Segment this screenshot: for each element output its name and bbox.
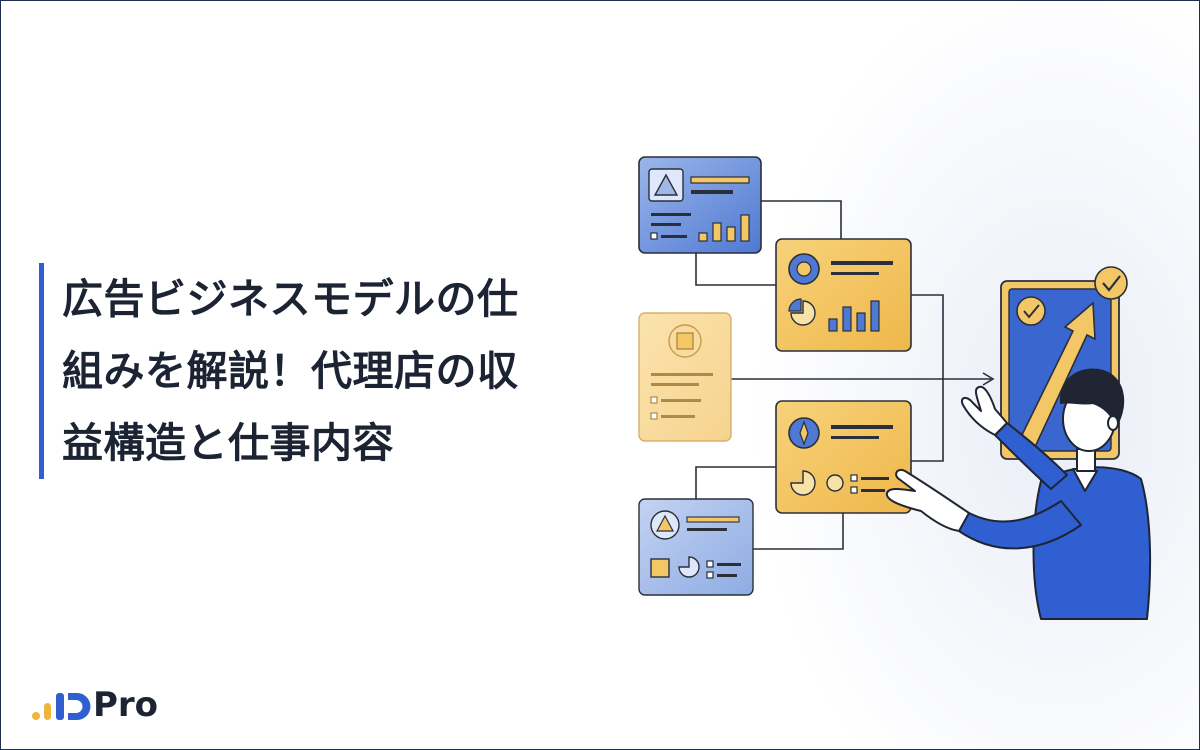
square-icon xyxy=(650,558,670,578)
growth-arrow-icon xyxy=(1017,301,1096,449)
checkmark-badge-icon xyxy=(1094,266,1128,300)
brand-name: Pro xyxy=(93,685,159,725)
triangle-icon xyxy=(653,173,679,196)
person-presenting-icon xyxy=(885,368,1152,620)
connector-lines xyxy=(695,200,995,550)
bar-chart-icon xyxy=(828,300,880,332)
bar-chart-icon xyxy=(698,214,750,242)
brand-logo: Pro xyxy=(31,687,158,723)
card-yellow-lower xyxy=(775,400,912,514)
pie-chart-icon xyxy=(790,470,816,496)
title-line-2: 組みを解説！代理店の収 xyxy=(62,347,519,395)
title-line-1: 広告ビジネスモデルの仕 xyxy=(62,275,519,323)
card-blue-bottom xyxy=(638,498,754,596)
card-blue-top xyxy=(638,156,762,254)
card-pale-middle xyxy=(638,312,732,442)
bar-signal-logo-icon xyxy=(32,693,91,720)
diamond-star-icon xyxy=(799,420,809,446)
article-title: 広告ビジネスモデルの仕 組みを解説！代理店の収 益構造と仕事内容 xyxy=(39,263,679,479)
card-yellow-upper xyxy=(775,238,912,352)
pie-chart-icon xyxy=(790,300,816,326)
title-line-3: 益構造と仕事内容 xyxy=(62,419,394,467)
checkmark-badge-icon xyxy=(1016,296,1046,326)
